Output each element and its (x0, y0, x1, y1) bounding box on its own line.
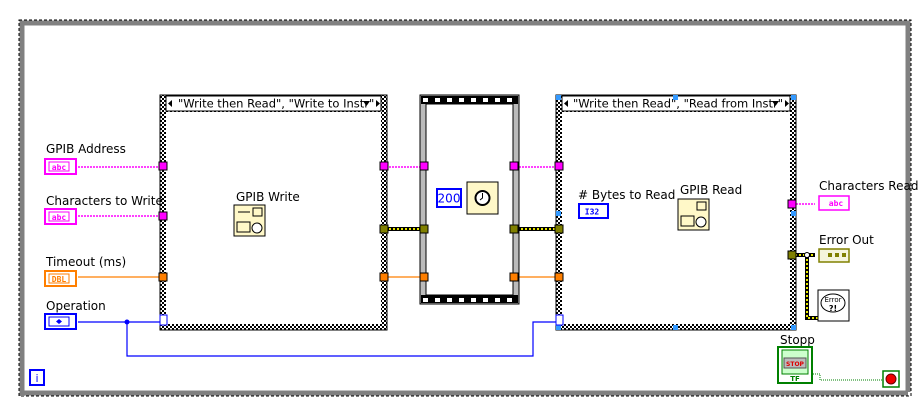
case-structure-write[interactable]: "Write then Read", "Write to Instr" (159, 94, 388, 331)
characters-read-indicator: Characters Read abc (818, 179, 918, 211)
tunnels (158, 161, 797, 326)
svg-text:GPIB Write: GPIB Write (236, 190, 300, 204)
stop-button-control[interactable]: Stopp STOP TF (777, 333, 815, 384)
gpib-read-node[interactable]: GPIB Read (677, 183, 742, 231)
iteration-terminal: i (29, 369, 45, 386)
svg-text:abc: abc (52, 163, 67, 172)
characters-to-write-control[interactable]: Characters to Write abc (44, 194, 163, 225)
svg-text:# Bytes to Read: # Bytes to Read (578, 188, 675, 202)
svg-text:Timeout (ms): Timeout (ms) (45, 255, 126, 269)
svg-text:i: i (35, 372, 38, 385)
svg-text:abc: abc (52, 213, 67, 222)
case-selector-write[interactable]: "Write then Read", "Write to Instr" (165, 95, 382, 112)
svg-text:abc: abc (829, 199, 844, 208)
svg-text:Operation: Operation (46, 299, 106, 313)
simple-error-handler-node[interactable]: Error ?! (817, 289, 850, 322)
svg-text:Error: Error (824, 296, 841, 304)
svg-text:200: 200 (438, 192, 461, 206)
while-loop[interactable] (18, 19, 912, 397)
svg-text:?!: ?! (829, 304, 837, 313)
wait-ms-node[interactable]: 200 (436, 181, 499, 215)
svg-text:GPIB Read: GPIB Read (680, 183, 742, 197)
svg-text:Characters Read: Characters Read (819, 179, 918, 193)
svg-text:GPIB Address: GPIB Address (46, 142, 126, 156)
svg-text:TF: TF (790, 375, 800, 383)
svg-text:I32: I32 (585, 208, 600, 217)
timeout-control[interactable]: Timeout (ms) DBL (44, 255, 126, 287)
svg-text:Characters to Write: Characters to Write (46, 194, 163, 208)
svg-text:Error Out: Error Out (819, 233, 874, 247)
svg-text:"Write then Read", "Read from: "Write then Read", "Read from Instr" (573, 97, 783, 111)
loop-condition-terminal[interactable] (882, 370, 900, 388)
svg-text:DBL: DBL (52, 275, 67, 284)
svg-text:"Write then Read", "Write to I: "Write then Read", "Write to Instr" (178, 97, 374, 111)
operation-control[interactable]: Operation (44, 299, 106, 330)
svg-text:Stopp: Stopp (780, 333, 815, 347)
gpib-address-control[interactable]: GPIB Address abc (44, 142, 126, 175)
svg-text:STOP: STOP (786, 361, 805, 368)
bytes-to-read-control[interactable]: # Bytes to Read I32 (578, 188, 675, 219)
error-out-indicator: Error Out (818, 233, 874, 263)
gpib-write-node[interactable]: GPIB Write (233, 190, 300, 237)
